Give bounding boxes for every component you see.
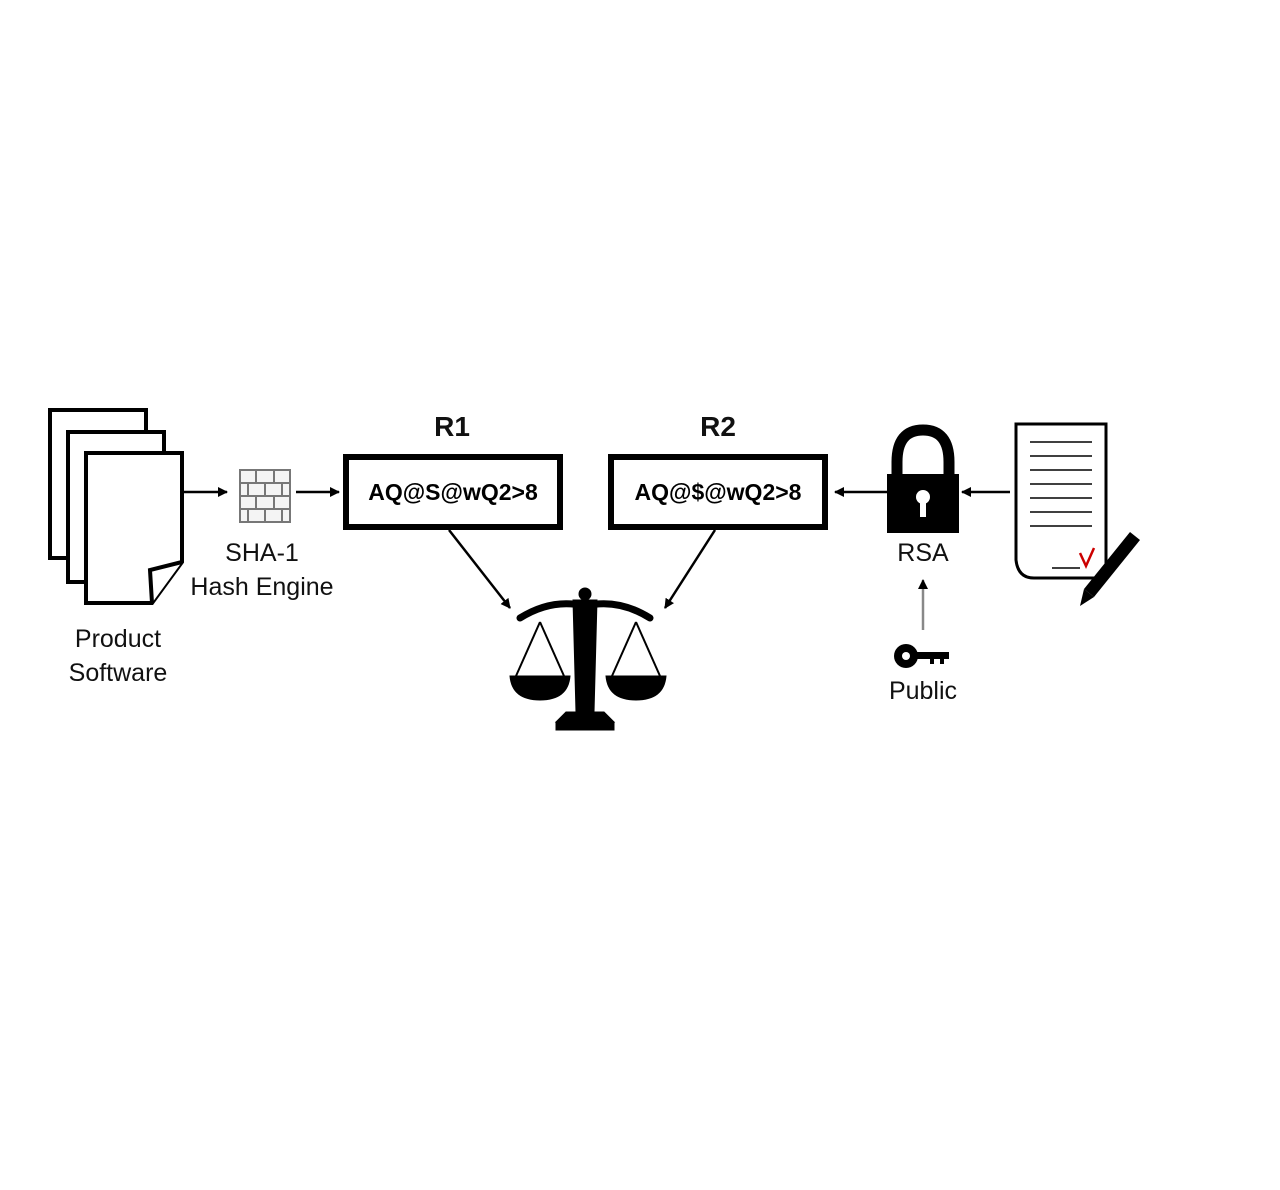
public-key-label: Public [888, 677, 958, 705]
product-software-line2: Software [68, 659, 168, 687]
key-icon [894, 644, 949, 668]
hash-engine-line2: Hash Engine [190, 573, 334, 601]
r1-hash-box: AQ@S@wQ2>8 [343, 454, 563, 530]
r1-title: R1 [434, 411, 470, 442]
rsa-label: RSA [897, 539, 949, 567]
hash-engine-icon [239, 469, 291, 523]
r2-title: R2 [700, 411, 736, 442]
hash-engine-label: SHA-1 Hash Engine [182, 536, 342, 604]
r2-hash-box: AQ@$@wQ2>8 [608, 454, 828, 530]
hash-engine-line1: SHA-1 [225, 539, 299, 567]
product-software-line1: Product [74, 625, 162, 653]
padlock-icon [887, 424, 959, 533]
flow-arrows [184, 487, 1010, 609]
scales-icon [509, 587, 667, 731]
signed-document-icon [1014, 422, 1108, 580]
pen-icon [1080, 532, 1140, 606]
product-software-label: Product Software [38, 622, 198, 690]
documents-icon [48, 408, 184, 605]
